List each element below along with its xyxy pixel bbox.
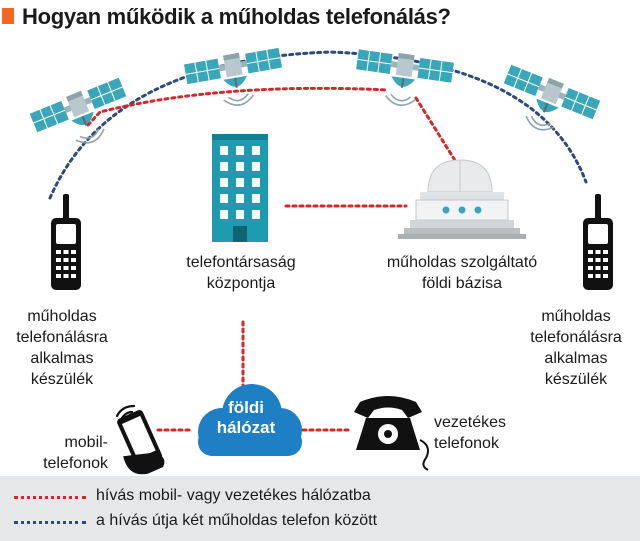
satellite-icon <box>491 61 603 148</box>
cloud-label: földi hálózat <box>216 398 276 437</box>
mobile-label: mobil- telefonok <box>43 434 108 472</box>
ground-station-icon <box>398 159 526 239</box>
page-title: Hogyan működik a műholdas telefonálás? <box>22 4 451 29</box>
legend: hívás mobil- vagy vezetékes hálózatba a … <box>0 476 640 541</box>
ground-route-lines <box>86 86 458 432</box>
legend-blue-text: a hívás útja két műholdas telefon között <box>96 512 378 529</box>
landline-label: vezetékes telefonok <box>434 414 507 452</box>
title-accent-mark <box>2 8 14 24</box>
satellite-icon <box>27 74 139 161</box>
satellite-route-line <box>48 50 588 200</box>
satellite-phone-icon <box>51 194 81 290</box>
office-building-icon <box>212 134 268 242</box>
legend-red-swatch <box>14 496 86 499</box>
ground-station-label: műholdas szolgáltató földi bázisa <box>386 254 538 292</box>
legend-item-blue: a hívás útja két műholdas telefon között <box>0 510 640 534</box>
rotary-phone-icon <box>354 396 429 471</box>
legend-item-red: hívás mobil- vagy vezetékes hálózatba <box>0 485 640 509</box>
telco-label: telefontársaság központja <box>186 254 296 292</box>
satellite-icon <box>350 46 456 113</box>
signal-waves <box>115 404 136 420</box>
satellite-icon <box>182 44 289 115</box>
phone-right-label: műholdas telefonálásra alkalmas készülék <box>530 308 622 388</box>
phone-left-label: műholdas telefonálásra alkalmas készülék <box>16 308 108 388</box>
cloud-icon <box>198 384 302 456</box>
satellite-phone-icon <box>583 194 613 290</box>
legend-red-text: hívás mobil- vagy vezetékes hálózatba <box>96 487 371 504</box>
title-bar: Hogyan működik a műholdas telefonálás? <box>0 0 640 34</box>
mobile-phone-icon <box>117 410 165 475</box>
legend-blue-swatch <box>14 521 86 524</box>
